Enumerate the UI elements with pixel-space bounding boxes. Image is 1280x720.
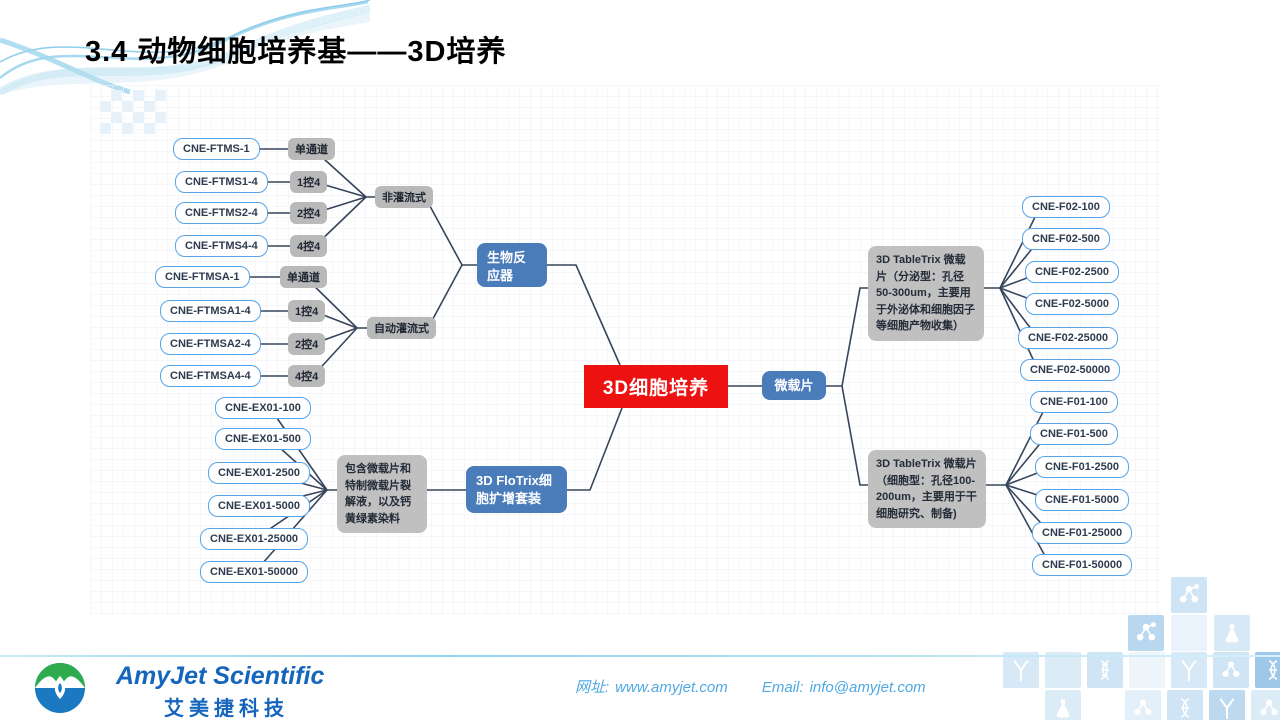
node-microcarrier: 微载片 — [762, 371, 826, 400]
category-node-non-perfusion: 非灌流式 — [375, 186, 433, 208]
product-node: CNE-FTMSA4-4 — [160, 365, 261, 387]
email-link[interactable]: info@amyjet.com — [809, 679, 926, 696]
node-flotrix-kit: 3D FloTrix细胞扩增套装 — [466, 466, 567, 514]
product-node: CNE-EX01-100 — [215, 397, 311, 419]
product-node: CNE-F02-2500 — [1025, 261, 1119, 283]
footer-divider — [0, 655, 1280, 657]
blank-tile — [1171, 615, 1207, 651]
molecule-icon — [1171, 577, 1207, 613]
category-node-auto-perfusion: 自动灌流式 — [367, 317, 436, 339]
dna-icon — [1087, 652, 1123, 688]
product-node: CNE-F01-5000 — [1035, 489, 1129, 511]
node-center: 3D细胞培养 — [584, 365, 728, 408]
molecule-icon — [1213, 652, 1249, 688]
blank-tile — [1045, 652, 1081, 688]
spec-node: 1控4 — [290, 171, 328, 193]
science-icon-mosaic — [1000, 575, 1280, 720]
flask-icon — [1045, 690, 1081, 720]
antibody-icon — [1003, 652, 1039, 688]
website-label: 网址: — [575, 679, 610, 696]
molecule-icon — [1125, 690, 1161, 720]
note-tabletrix-cellular: 3D TableTrix 微载片（细胞型：孔径100-200um，主要用于干细胞… — [868, 450, 986, 528]
brand-name-en: AmyJet Scientific — [116, 662, 325, 690]
product-node: CNE-F02-500 — [1022, 228, 1110, 250]
note-flotrix-contents: 包含微载片和特制微载片裂解液，以及钙黄绿素染料 — [337, 455, 427, 533]
product-node: CNE-EX01-5000 — [208, 495, 310, 517]
product-node: CNE-F02-50000 — [1020, 359, 1121, 381]
antibody-icon — [1209, 690, 1245, 720]
product-node: CNE-FTMS-1 — [173, 138, 260, 160]
blank-tile — [1129, 652, 1165, 688]
spec-node: 单通道 — [288, 138, 335, 160]
dna-icon — [1167, 690, 1203, 720]
product-node: CNE-FTMSA2-4 — [160, 333, 261, 355]
wave-decoration — [0, 0, 370, 95]
product-node: CNE-FTMSA-1 — [155, 266, 250, 288]
node-bioreactor: 生物反应器 — [477, 243, 547, 287]
brand-name-cn: 艾美捷科技 — [164, 698, 289, 720]
spec-node: 单通道 — [280, 266, 327, 288]
page-title: 3.4 动物细胞培养基——3D培养 — [85, 36, 507, 68]
spec-node: 4控4 — [290, 235, 328, 257]
product-node: CNE-FTMS1-4 — [175, 171, 268, 193]
product-node: CNE-EX01-25000 — [200, 528, 309, 550]
product-node: CNE-F02-100 — [1022, 196, 1110, 218]
spec-node: 2控4 — [288, 333, 326, 355]
flask-icon — [1214, 615, 1250, 651]
spec-node: 4控4 — [288, 365, 326, 387]
website-link[interactable]: www.amyjet.com — [615, 679, 728, 696]
product-node: CNE-F01-25000 — [1032, 522, 1133, 544]
amyjet-logo — [35, 663, 85, 713]
product-node: CNE-F01-500 — [1030, 423, 1118, 445]
product-node: CNE-FTMS2-4 — [175, 202, 268, 224]
product-node: CNE-FTMS4-4 — [175, 235, 268, 257]
dna-icon — [1255, 652, 1280, 688]
product-node: CNE-F01-50000 — [1032, 554, 1133, 576]
product-node: CNE-F02-5000 — [1025, 293, 1119, 315]
email-label: Email: — [761, 679, 804, 696]
spec-node: 2控4 — [290, 202, 328, 224]
product-node: CNE-EX01-50000 — [200, 561, 309, 583]
product-node: CNE-F01-100 — [1030, 391, 1118, 413]
footer-contact: 网址: www.amyjet.com Email: info@amyjet.com — [575, 676, 926, 697]
product-node: CNE-FTMSA1-4 — [160, 300, 261, 322]
product-node: CNE-F01-2500 — [1035, 456, 1129, 478]
note-tabletrix-secretory: 3D TableTrix 微载片（分泌型：孔径50-300um，主要用于外泌体和… — [868, 246, 984, 341]
checker-decoration — [100, 90, 166, 134]
product-node: CNE-EX01-2500 — [208, 462, 310, 484]
spec-node: 1控4 — [288, 300, 326, 322]
molecule-icon — [1128, 615, 1164, 651]
product-node: CNE-EX01-500 — [215, 428, 311, 450]
molecule-icon — [1251, 690, 1280, 720]
brand-block: AmyJet Scientific 艾美捷科技 — [116, 662, 324, 720]
product-node: CNE-F02-25000 — [1018, 327, 1119, 349]
antibody-icon — [1171, 652, 1207, 688]
